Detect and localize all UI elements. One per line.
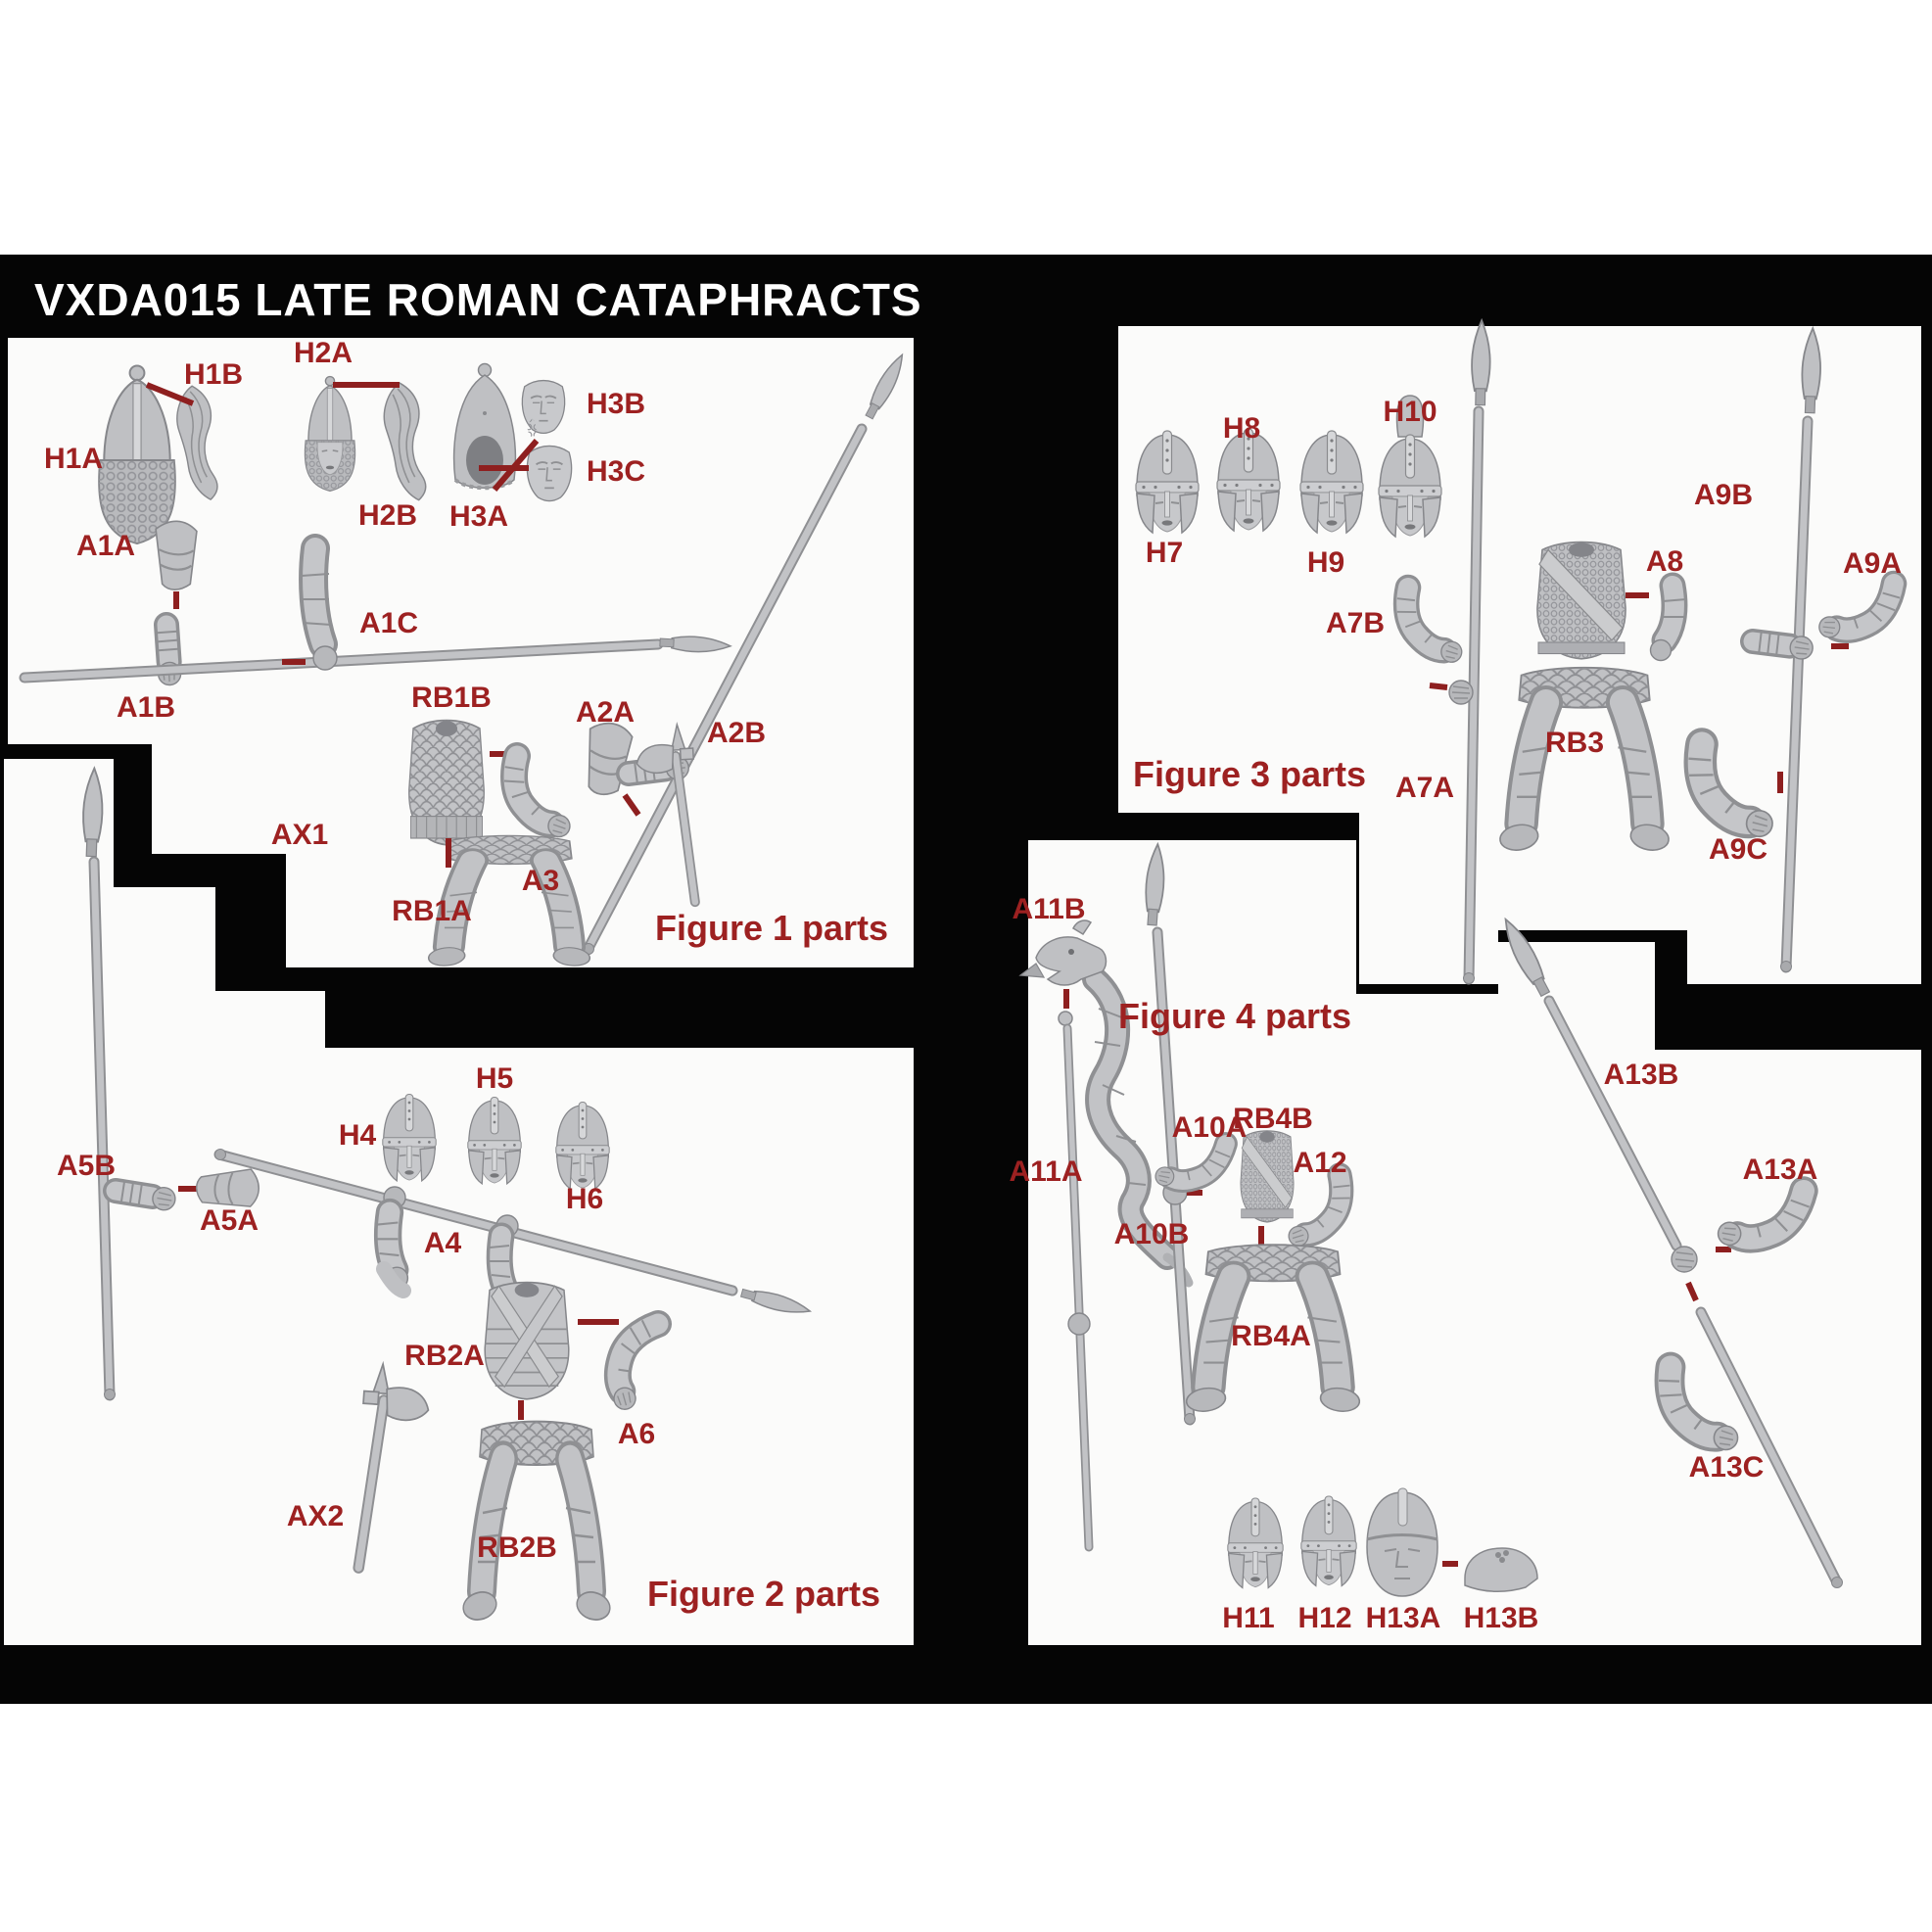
part-label-a11a: A11A — [1009, 1155, 1082, 1188]
part-label-h9: H9 — [1307, 546, 1344, 579]
part-label-ax2: AX2 — [287, 1500, 344, 1532]
part-label-h10: H10 — [1383, 396, 1437, 428]
part-label-h4: H4 — [339, 1119, 377, 1152]
part-label-a10a: A10A — [1172, 1111, 1248, 1144]
part-label-h12: H12 — [1297, 1602, 1351, 1634]
part-label-rb1a: RB1A — [392, 895, 472, 927]
part-label-rb4b: RB4B — [1233, 1103, 1313, 1135]
part-rb1b-cuirass — [407, 719, 486, 846]
part-label-rb4a: RB4A — [1231, 1320, 1311, 1352]
part-a13c-shaft — [1695, 1306, 1843, 1588]
part-a9b-spear — [1780, 327, 1823, 973]
part-label-h8: H8 — [1223, 412, 1260, 445]
part-a11a-pole — [1058, 1011, 1094, 1552]
part-a1c-arm — [299, 534, 338, 671]
part-label-h13b: H13B — [1464, 1602, 1539, 1634]
part-label-h3a: H3A — [449, 500, 508, 533]
part-label-h3b: H3B — [587, 388, 645, 420]
part-label-a12: A12 — [1293, 1147, 1346, 1179]
part-label-a13c: A13C — [1689, 1451, 1765, 1484]
page-title: VXDA015 LATE ROMAN CATAPHRACTS — [34, 274, 922, 325]
part-a1a-upper-arm — [155, 520, 198, 591]
part-label-rb3: RB3 — [1545, 727, 1604, 759]
figure-2-caption: Figure 2 parts — [647, 1574, 880, 1614]
part-label-h5: H5 — [476, 1062, 513, 1095]
part-label-ax1: AX1 — [271, 819, 328, 851]
part-rb4b-cuirass — [1241, 1131, 1294, 1222]
part-label-rb2a: RB2A — [404, 1340, 485, 1372]
part-a4-spear — [213, 1149, 813, 1320]
part-label-a3: A3 — [522, 865, 559, 897]
part-label-a8: A8 — [1646, 545, 1683, 578]
part-label-a6: A6 — [618, 1418, 655, 1450]
part-label-rb1b: RB1B — [411, 682, 492, 714]
part-label-rb2b: RB2B — [477, 1531, 557, 1564]
part-a4-arm-right — [490, 1214, 519, 1309]
part-label-a11b: A11B — [1012, 893, 1085, 925]
part-a13b-spear — [1496, 914, 1698, 1273]
part-label-h2a: H2A — [294, 337, 353, 369]
part-label-h7: H7 — [1146, 537, 1183, 569]
figure-4-caption: Figure 4 parts — [1118, 996, 1351, 1036]
part-label-a9a: A9A — [1843, 547, 1902, 580]
part-label-a9c: A9C — [1709, 833, 1767, 866]
part-a7a-spear — [1448, 319, 1492, 985]
figure-3-panel: H7 H8 H9 H10 A7B A7A RB3 A8 A9B A9A A9C … — [1118, 319, 1921, 985]
part-a11b-draco — [1018, 919, 1194, 1288]
part-label-a10b: A10B — [1114, 1218, 1190, 1250]
part-label-h1b: H1B — [184, 358, 243, 391]
part-label-h11: H11 — [1222, 1602, 1274, 1634]
part-label-h2b: H2B — [358, 499, 417, 532]
figure-2-panel: H4 H5 H6 A4 A5B A5A RB2A A6 AX2 RB2B Fig… — [4, 759, 914, 1645]
part-h3c-mask — [526, 445, 573, 502]
part-label-a1c: A1C — [359, 607, 418, 639]
part-label-a7a: A7A — [1395, 772, 1454, 804]
figure-1-panel: H1A H1B H2A H2B H3A H3B H3C A1A A1B A1C … — [8, 337, 914, 967]
part-h10-head — [1378, 395, 1442, 538]
part-label-a7b: A7B — [1326, 607, 1385, 639]
part-label-a1a: A1A — [76, 530, 135, 562]
part-label-a2a: A2A — [576, 696, 635, 729]
part-label-h6: H6 — [566, 1183, 603, 1215]
part-label-a13a: A13A — [1743, 1154, 1818, 1186]
part-label-h1a: H1A — [44, 443, 103, 475]
part-label-a5b: A5B — [57, 1150, 116, 1182]
part-label-a4: A4 — [424, 1227, 462, 1259]
part-a5b-spear — [80, 767, 116, 1401]
figure-3-caption: Figure 3 parts — [1133, 754, 1366, 794]
part-label-a5a: A5A — [200, 1204, 259, 1237]
part-label-a9b: A9B — [1694, 479, 1753, 511]
part-rb2a-cuirass — [484, 1281, 570, 1400]
part-a4-arm-left — [377, 1186, 407, 1291]
figure-4-panel: A11B A11A A10A A10B RB4B A12 A13B A13A A… — [1009, 840, 1921, 1645]
part-a8-arm — [1649, 572, 1688, 662]
part-label-h13a: H13A — [1366, 1602, 1441, 1634]
part-label-h3c: H3C — [587, 455, 645, 488]
figure-1-caption: Figure 1 parts — [655, 908, 888, 948]
part-spear-horizontal — [19, 634, 732, 683]
part-label-a2b: A2B — [707, 717, 766, 749]
part-h3b-beard — [527, 418, 537, 438]
part-label-a1b: A1B — [117, 691, 175, 724]
part-label-a13b: A13B — [1604, 1059, 1679, 1091]
part-h13a-head — [1366, 1487, 1438, 1597]
